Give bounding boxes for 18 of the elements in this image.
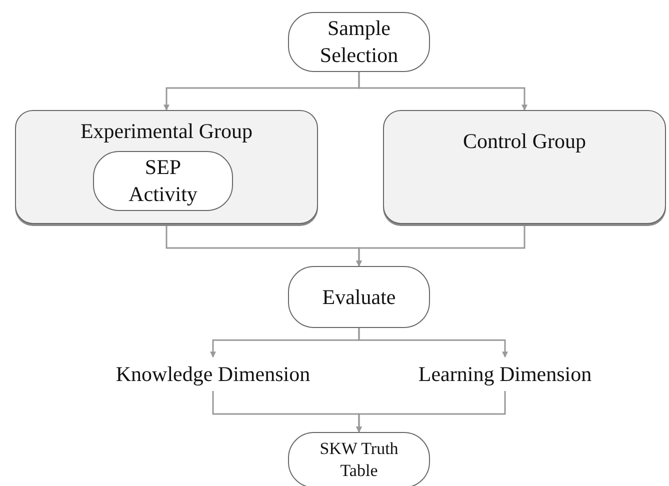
node-label: Learning Dimension	[400, 357, 610, 391]
arrow	[358, 328, 508, 358]
start-terminal	[288, 12, 430, 72]
arrow	[356, 224, 526, 267]
node-label: Knowledge Dimension	[98, 357, 328, 391]
group-panel	[15, 110, 318, 224]
node-text: Control Group	[462, 129, 586, 154]
arrow	[356, 391, 506, 433]
node-text: Experimental Group	[80, 119, 253, 144]
process-terminal	[288, 266, 430, 328]
node-text: Evaluate	[322, 284, 396, 310]
process-terminal	[93, 151, 233, 211]
node-text: SKW Truth Table	[318, 438, 400, 482]
end-terminal	[288, 432, 430, 486]
group-panel	[383, 110, 666, 224]
node-text: Sample Selection	[318, 15, 400, 69]
arrow	[358, 72, 528, 111]
node-text: SEP Activity	[128, 154, 198, 208]
